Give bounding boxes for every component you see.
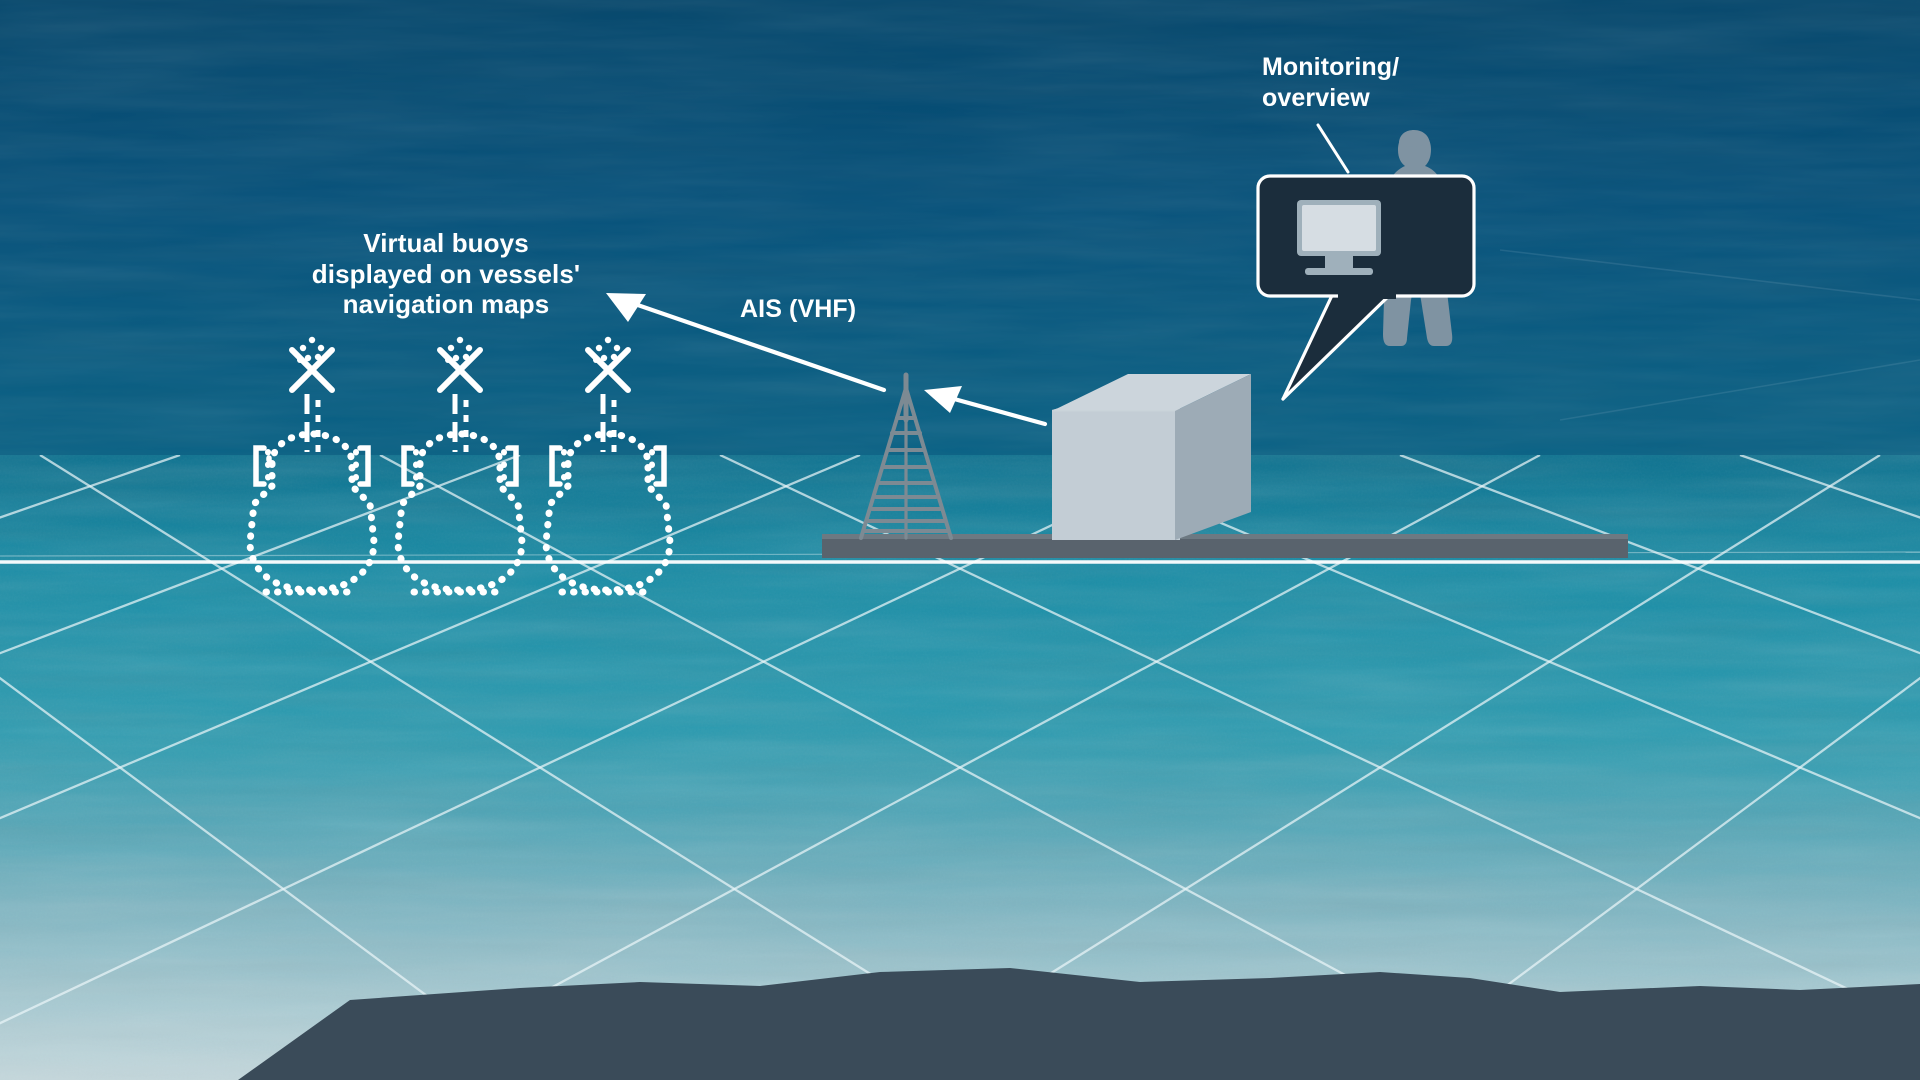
virtual-buoy	[542, 336, 674, 596]
leader-monitoring-label	[1316, 123, 1350, 174]
arrow-building-to-tower	[924, 386, 1048, 427]
arrow-ais-to-buoys	[606, 293, 887, 393]
x-cross-topmark	[437, 347, 483, 393]
monitor-icon	[1297, 200, 1381, 275]
perspective-grid-upper	[1499, 249, 1920, 421]
topmark-dots	[297, 336, 325, 363]
topmark-dots	[593, 336, 621, 363]
virtual-buoy	[394, 336, 526, 596]
virtual-buoy	[246, 336, 378, 596]
topmark-dots	[445, 336, 473, 363]
ais-radio-tower	[859, 372, 953, 540]
seabed	[238, 968, 1920, 1080]
perspective-grid	[0, 455, 1920, 1080]
virtual-buoy-group	[246, 336, 674, 596]
shore-station-building	[1052, 374, 1251, 540]
x-cross-topmark	[289, 347, 335, 393]
x-cross-topmark	[585, 347, 631, 393]
quay-platform	[822, 534, 1628, 558]
